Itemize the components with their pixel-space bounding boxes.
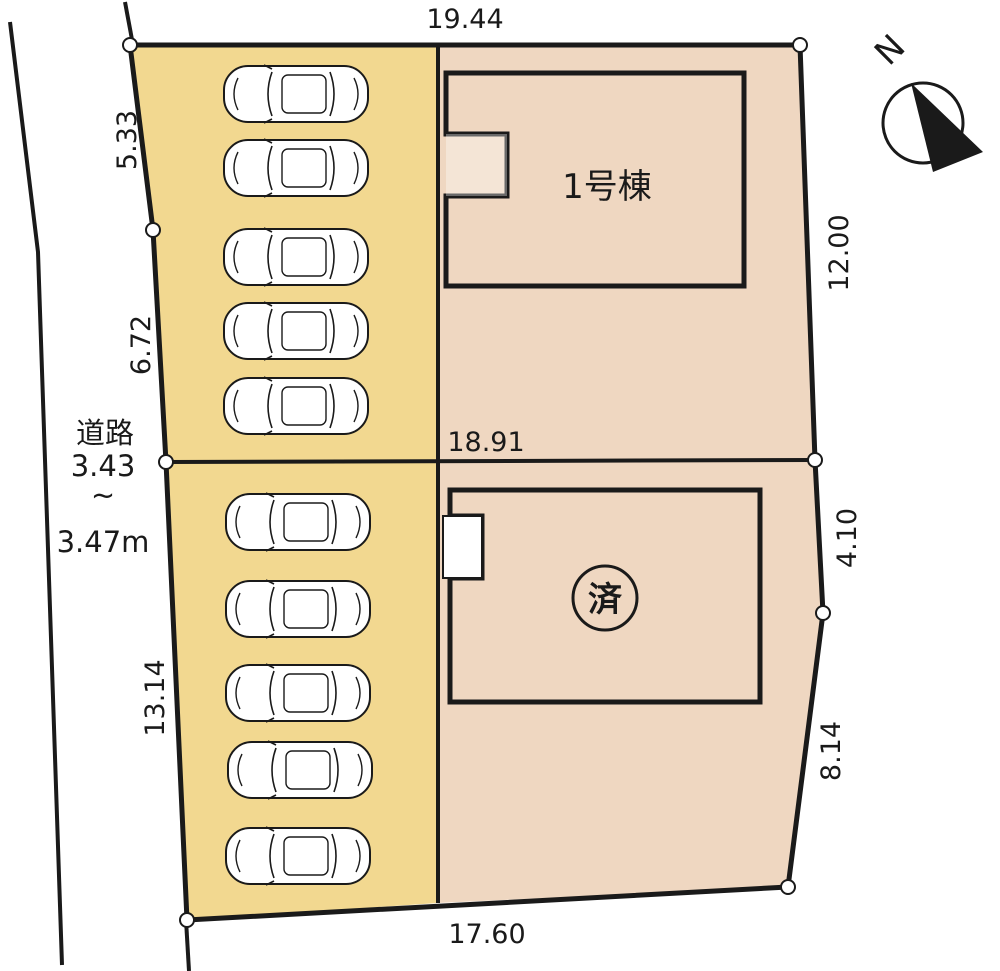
- parking-car: [223, 301, 369, 361]
- road-width-min: 3.43: [71, 449, 136, 483]
- parking-car: [223, 227, 369, 287]
- road-label: 道路: [76, 416, 134, 450]
- dim-bottom: 17.60: [448, 919, 525, 950]
- divider-horizontal: [165, 458, 816, 464]
- parking-car: [225, 492, 371, 552]
- lot-2-fill: [438, 460, 823, 903]
- road-width-tilde: ~: [91, 478, 115, 512]
- compass-north-label: N: [867, 27, 913, 73]
- dim-right-lower: 8.14: [816, 721, 847, 781]
- dim-right-upper: 12.00: [824, 214, 855, 291]
- parking-car: [223, 64, 369, 124]
- sold-mark-circle: [571, 564, 639, 632]
- road-edge-outer: [8, 21, 64, 966]
- road-edge-inner-bottom: [184, 919, 191, 971]
- compass-north-icon: N: [867, 27, 983, 172]
- parking-car: [225, 579, 371, 639]
- parking-car: [225, 826, 371, 886]
- building-1-porch: [446, 134, 507, 196]
- dim-right-middle: 4.10: [832, 508, 863, 568]
- building-2-porch: [442, 515, 483, 579]
- parking-car: [223, 376, 369, 436]
- dim-top: 19.44: [426, 4, 503, 35]
- road-width-max: 3.47m: [57, 525, 150, 559]
- lot-1-fill: [438, 45, 815, 462]
- survey-points: [122, 37, 831, 928]
- dim-left-lower: 13.14: [140, 659, 171, 736]
- parking-car: [225, 663, 371, 723]
- sold-mark: 済: [588, 580, 623, 620]
- dim-left-middle: 6.72: [126, 315, 157, 375]
- dim-middle: 18.91: [447, 427, 524, 458]
- dim-left-upper: 5.33: [112, 110, 143, 170]
- building-1-outline: [443, 70, 747, 289]
- building-1-label: 1号棟: [562, 167, 652, 207]
- parking-car: [227, 740, 373, 800]
- parking-car: [223, 138, 369, 198]
